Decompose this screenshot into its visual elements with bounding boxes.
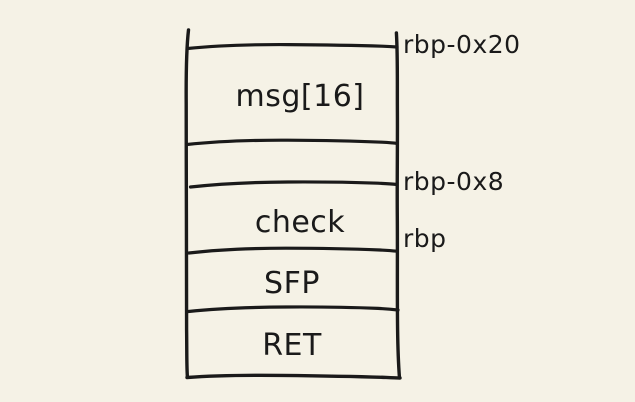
frame-bottom-border <box>185 373 402 380</box>
address-label-rbp-minus-0x8: rbp-0x8 <box>403 167 504 196</box>
divider-sfp-top <box>187 246 399 255</box>
address-annotations: rbp-0x20 rbp-0x8 rbp <box>403 30 521 253</box>
frame-outline <box>184 28 402 380</box>
divider-top-msg <box>185 42 399 51</box>
divider-check-top <box>188 180 398 189</box>
frame-right-border <box>394 31 402 379</box>
cell-dividers <box>185 42 400 314</box>
cell-label-msg-buffer: msg[16] <box>236 79 365 114</box>
frame-left-border <box>184 28 191 379</box>
divider-ret-top <box>186 305 400 314</box>
cell-label-return-address: RET <box>262 328 322 363</box>
address-label-rbp-minus-0x20: rbp-0x20 <box>403 30 521 59</box>
address-label-rbp: rbp <box>403 224 447 253</box>
cell-labels: msg[16] check SFP RET <box>236 79 365 363</box>
cell-label-check-variable: check <box>255 205 345 240</box>
cell-label-saved-frame-pointer: SFP <box>264 266 320 301</box>
divider-msg-bottom <box>185 138 399 147</box>
